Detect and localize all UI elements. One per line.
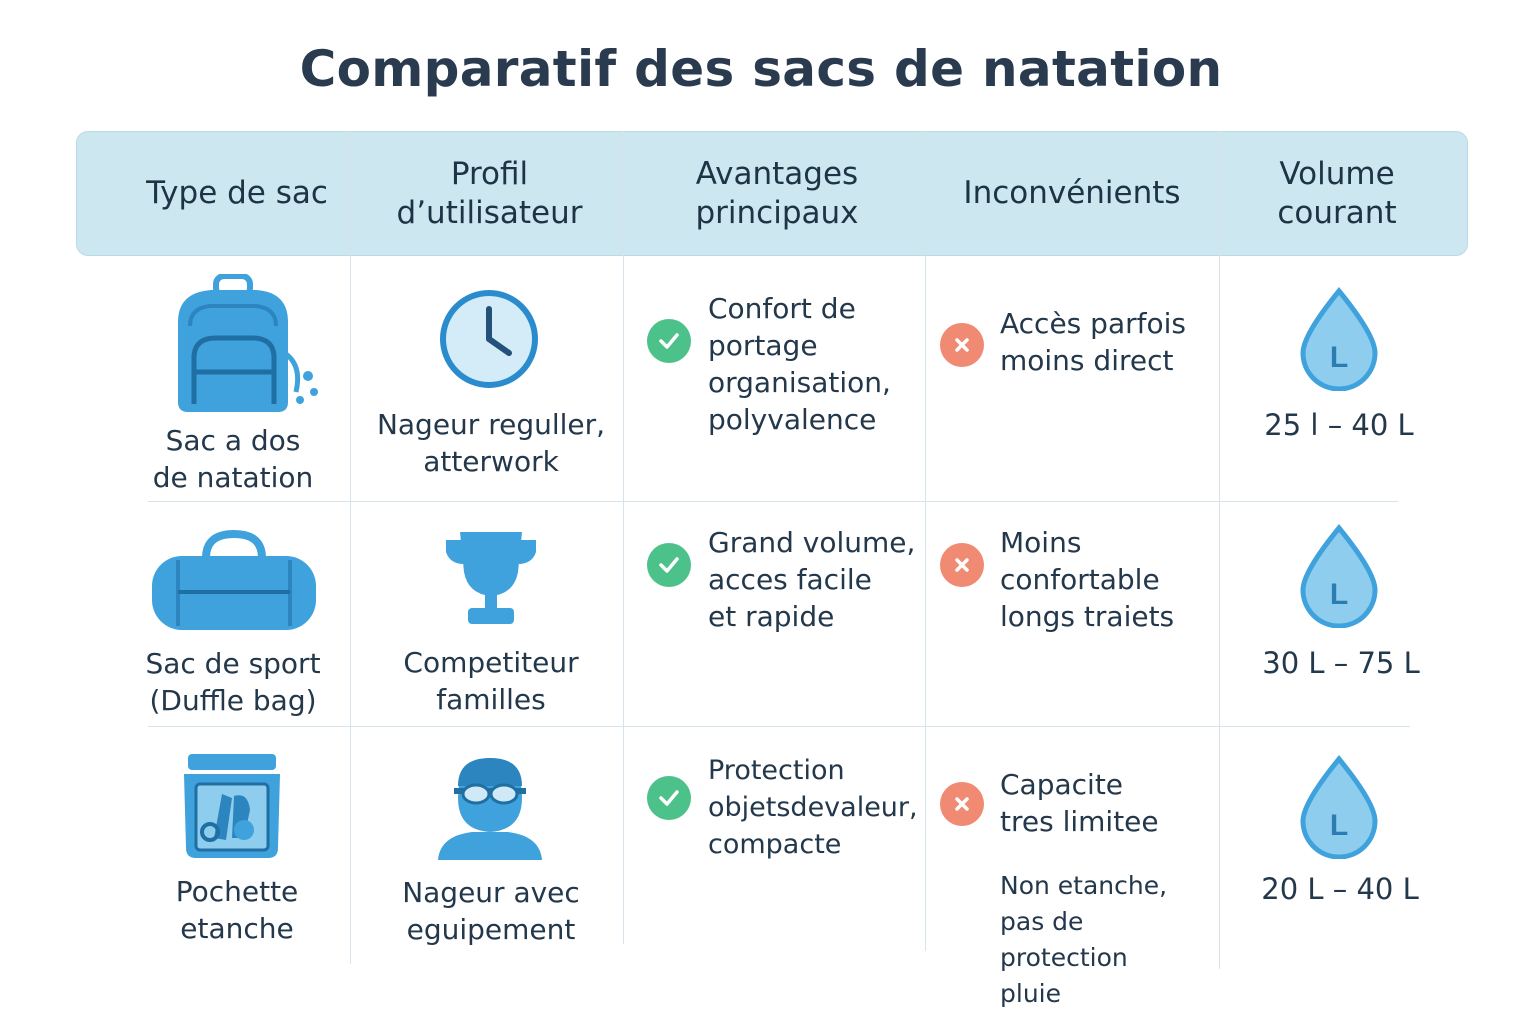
svg-text:L: L	[1330, 809, 1348, 842]
page-title: Comparatif des sacs de natation	[299, 40, 1223, 98]
row-divider	[148, 726, 1410, 727]
svg-text:L: L	[1330, 578, 1348, 611]
user-profile-label: Competiteur familles	[403, 646, 579, 716]
check-icon	[647, 319, 691, 363]
bag-type-label: Pochette etanche	[175, 875, 299, 945]
check-icon	[647, 543, 691, 587]
drawbacks-text: Accès parfois moins direct	[1000, 307, 1186, 377]
header-volume: Volume courant	[1277, 155, 1397, 231]
column-divider	[1219, 131, 1220, 969]
advantages-text: Protection objetsdevaleur, compacte	[708, 755, 918, 860]
trophy-icon	[446, 532, 536, 624]
svg-text:L: L	[1330, 341, 1348, 374]
header-advantages: Avantages principaux	[695, 155, 859, 231]
cross-icon	[940, 543, 984, 587]
header-profile: Profil d’utilisateur	[396, 155, 583, 231]
drop-icon: L	[1300, 755, 1378, 859]
dry-pouch-icon	[184, 754, 280, 858]
header-type: Type de sac	[146, 175, 328, 211]
bag-type-label: Sac a dos de natation	[152, 424, 314, 494]
duffle-bag-icon	[152, 529, 316, 630]
check-icon	[647, 776, 691, 820]
backpack-icon	[178, 274, 318, 412]
volume-value: 20 L – 40 L	[1261, 872, 1419, 906]
header-drawbacks: Inconvénients	[963, 175, 1181, 211]
cross-icon	[940, 323, 984, 367]
user-profile-label: Nageur avec eguipement	[402, 876, 580, 946]
drop-icon: L	[1300, 524, 1378, 628]
column-divider	[350, 131, 351, 964]
advantages-text: Grand volume, acces facile et rapide	[708, 526, 916, 633]
volume-value: 25 l – 40 L	[1264, 408, 1414, 442]
swimmer-goggles-icon	[438, 758, 542, 860]
drop-icon: L	[1300, 287, 1378, 391]
volume-value: 30 L – 75 L	[1262, 646, 1420, 680]
drawbacks-extra-text: Non etanche, pas de protection pluie	[1000, 871, 1168, 1008]
cross-icon	[940, 782, 984, 826]
table-header: Type de sac Profil d’utilisateur Avantag…	[76, 131, 1468, 256]
bag-type-label: Sac de sport (Duffle bag)	[145, 647, 321, 717]
advantages-text: Confort de portage organisation, polyval…	[708, 292, 891, 436]
column-divider	[925, 131, 926, 951]
drawbacks-text: Moins confortable longs traiets	[1000, 526, 1175, 633]
column-divider	[623, 131, 624, 944]
clock-icon	[440, 290, 538, 388]
row-divider	[148, 501, 1398, 502]
drawbacks-text: Capacite tres limitee	[1000, 768, 1159, 838]
user-profile-label: Nageur reguller, atterwork	[376, 408, 606, 478]
